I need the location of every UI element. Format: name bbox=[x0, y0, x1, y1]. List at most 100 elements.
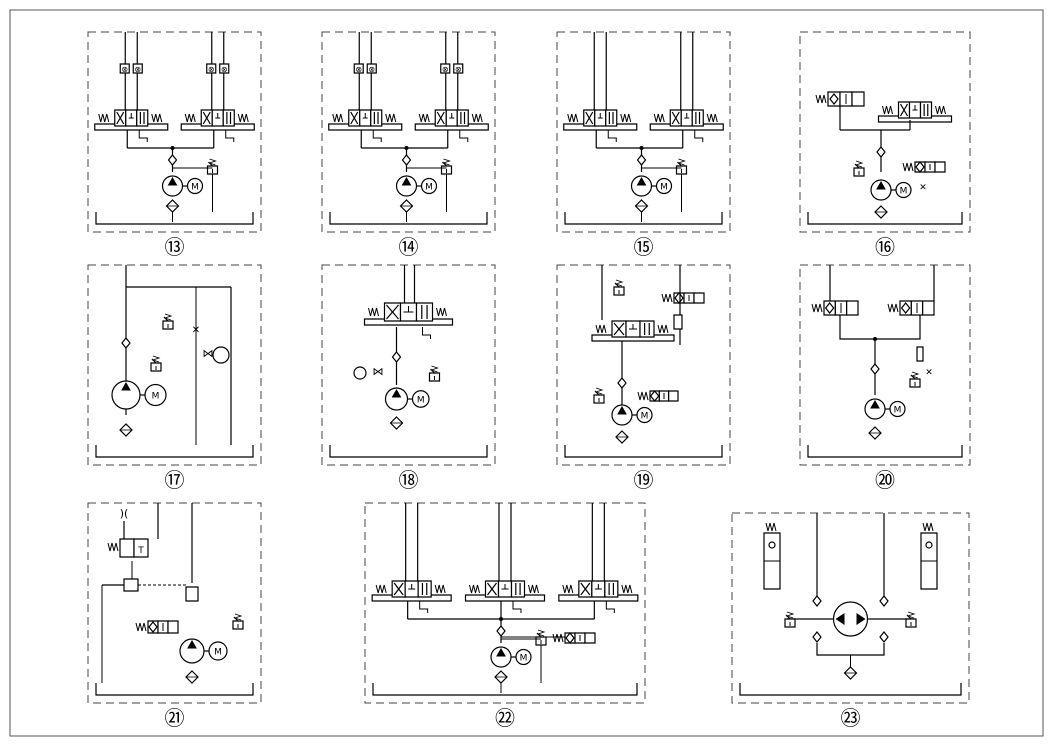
valve-spring-left bbox=[369, 308, 379, 316]
svg-text:⊗: ⊗ bbox=[355, 65, 362, 74]
filter-icon bbox=[186, 671, 198, 683]
directional-valve bbox=[564, 110, 637, 130]
solenoid-spring bbox=[553, 634, 563, 642]
motor-label: M bbox=[214, 648, 222, 658]
panel-caption-23: ㉓ bbox=[841, 706, 861, 730]
panel-frame bbox=[800, 32, 970, 232]
panel-frame bbox=[88, 265, 261, 465]
spring-icon bbox=[766, 523, 776, 531]
sheet-border bbox=[10, 10, 1043, 736]
pressure-switch-icon bbox=[917, 347, 923, 361]
check-valve-icon bbox=[916, 162, 924, 172]
valve-cell-right bbox=[605, 581, 618, 597]
pump-icon bbox=[871, 180, 891, 200]
throttle-icon: ✕ bbox=[919, 183, 927, 193]
filter-icon bbox=[616, 431, 628, 443]
solenoid-spring bbox=[816, 95, 826, 103]
panel-19: M⑲ bbox=[557, 265, 730, 492]
valve-spring-right bbox=[238, 114, 248, 122]
check-valve-icon bbox=[393, 352, 401, 362]
check-valve-icon bbox=[877, 147, 885, 157]
svg-text:⊗: ⊗ bbox=[368, 65, 375, 74]
directional-valve bbox=[95, 110, 168, 130]
valve-spring-right bbox=[386, 114, 396, 122]
valve-cell-right bbox=[921, 102, 932, 118]
valve-cell-right bbox=[223, 110, 234, 126]
motor-label: M bbox=[660, 183, 668, 193]
relief-valve-icon bbox=[614, 280, 624, 295]
panel-caption-15: ⑮ bbox=[634, 235, 654, 259]
valve-spring-left bbox=[99, 114, 109, 122]
check-valve-icon bbox=[826, 303, 834, 313]
check-valve-icon bbox=[902, 303, 910, 313]
spring-icon bbox=[108, 543, 118, 551]
valve-spring-left bbox=[883, 106, 893, 114]
valve-spring-right bbox=[936, 106, 946, 114]
filter-icon bbox=[401, 200, 413, 212]
pump-icon bbox=[163, 176, 183, 196]
valve-cell-right bbox=[418, 581, 431, 597]
pump-icon bbox=[865, 399, 885, 419]
motor-label: M bbox=[894, 406, 902, 416]
solenoid-valve bbox=[136, 621, 178, 633]
check-valve-icon bbox=[813, 596, 821, 606]
svg-text:⊗: ⊗ bbox=[134, 65, 141, 74]
relief-valve-icon bbox=[163, 314, 173, 329]
motor-label: M bbox=[641, 412, 649, 422]
stop-valve-icon: ⋈ bbox=[373, 365, 384, 378]
motor-icon: M bbox=[183, 179, 203, 194]
filter-icon bbox=[391, 417, 403, 429]
directional-valve bbox=[365, 303, 453, 325]
solenoid-valve bbox=[903, 162, 945, 172]
panel-14: ⊗ ⊗ ⊗ ⊗ M ⑭ bbox=[322, 32, 495, 259]
valve-cell-right bbox=[692, 110, 703, 126]
check-valve-icon bbox=[149, 622, 157, 632]
accumulator-icon bbox=[213, 347, 229, 363]
panel-caption-17: ⑰ bbox=[165, 468, 185, 492]
solenoid-spring bbox=[136, 623, 146, 631]
accumulator-icon bbox=[354, 367, 366, 379]
panel-frame bbox=[557, 32, 730, 232]
panel-caption-19: ⑲ bbox=[634, 468, 654, 492]
svg-text:⊗: ⊗ bbox=[221, 65, 228, 74]
directional-valve bbox=[879, 102, 952, 122]
check-valve-icon bbox=[813, 632, 821, 642]
motor-icon: M bbox=[204, 642, 227, 660]
pump-icon bbox=[397, 176, 417, 196]
tank-port-label: T bbox=[137, 546, 144, 556]
motor-label: M bbox=[900, 187, 908, 197]
junction-dot bbox=[639, 146, 644, 150]
solenoid-valve: T bbox=[108, 539, 148, 557]
panel-23: ㉓ bbox=[732, 513, 969, 730]
relief-valve-icon bbox=[430, 366, 440, 381]
small-valve-icon bbox=[674, 315, 682, 329]
directional-valve bbox=[592, 321, 674, 341]
panel-15: M⑮ bbox=[557, 32, 730, 259]
lock-valve-icon bbox=[441, 64, 450, 73]
panel-caption-13: ⑬ bbox=[165, 235, 185, 259]
check-valve-icon bbox=[880, 596, 888, 606]
relief-valve-icon bbox=[910, 372, 920, 387]
lock-valve-icon bbox=[454, 64, 463, 73]
lock-valve-icon bbox=[220, 64, 229, 73]
relief-valve-icon bbox=[906, 612, 916, 627]
panel-caption-21: ㉑ bbox=[165, 706, 185, 730]
filter-icon bbox=[869, 427, 881, 439]
motor-icon: M bbox=[632, 408, 652, 423]
motor-icon: M bbox=[417, 179, 437, 194]
solenoid-valve bbox=[888, 301, 934, 315]
svg-text:⊗: ⊗ bbox=[455, 65, 462, 74]
panel-13: ⊗⊗⊗⊗M⑬ bbox=[88, 32, 261, 259]
directional-valve bbox=[466, 581, 545, 601]
relief-valve-icon bbox=[785, 612, 795, 627]
lock-valve-icon bbox=[367, 64, 376, 73]
svg-text:⊗: ⊗ bbox=[442, 65, 449, 74]
filter-icon bbox=[495, 671, 507, 683]
check-valve-icon bbox=[830, 94, 838, 104]
solenoid-valve bbox=[638, 391, 678, 401]
motor-label: M bbox=[417, 396, 425, 406]
check-valve-icon bbox=[169, 155, 177, 165]
relief-valve-icon bbox=[233, 614, 243, 629]
solenoid-spring bbox=[812, 304, 822, 312]
panel-caption-14: ⑭ bbox=[399, 235, 419, 259]
